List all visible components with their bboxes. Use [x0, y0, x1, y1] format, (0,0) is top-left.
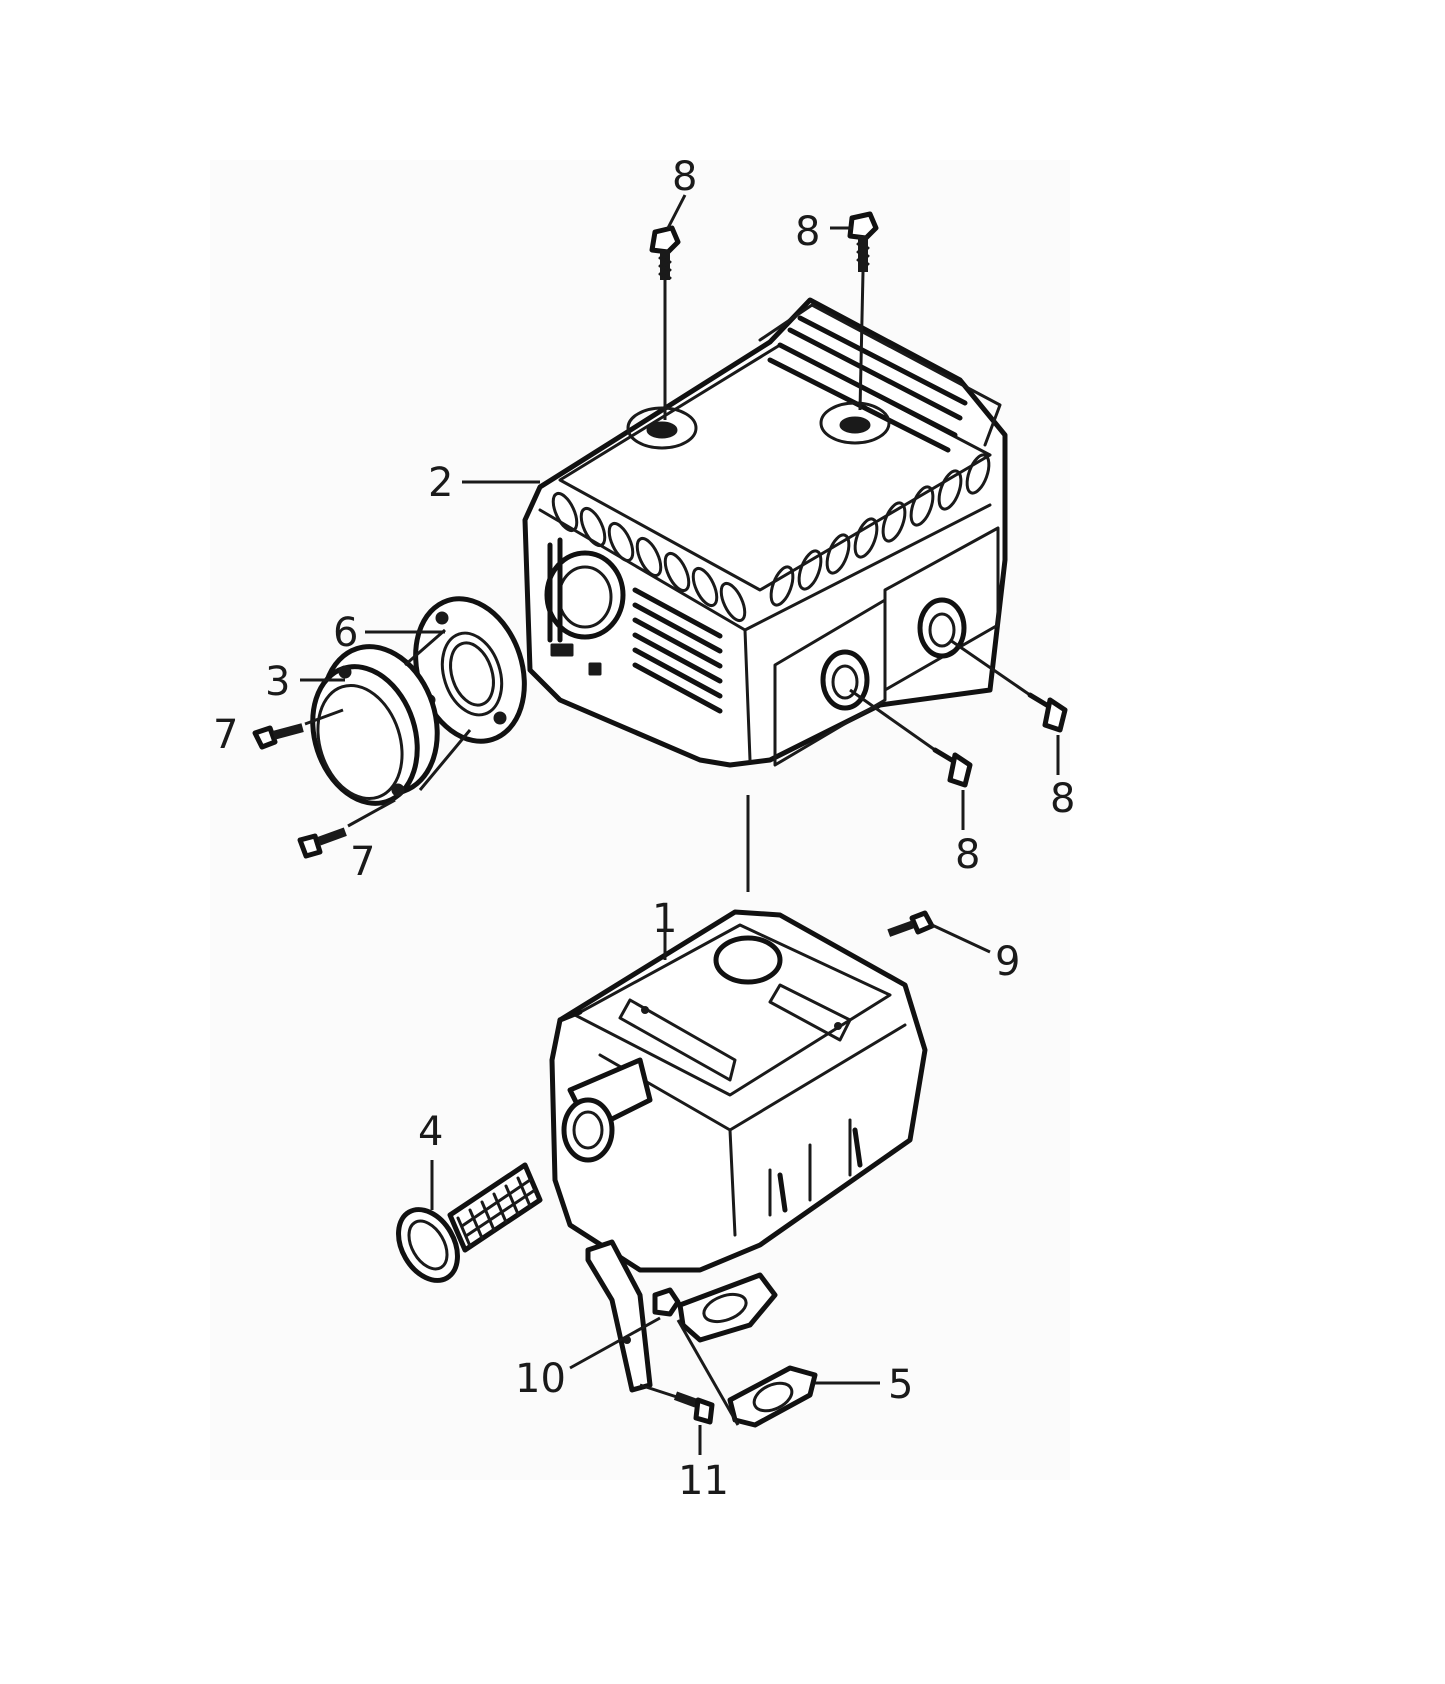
cover-screw-recess-left — [626, 406, 698, 450]
bolt-part-8-top-left — [649, 225, 681, 420]
nut-part-10 — [569, 1287, 681, 1370]
bolt-part-8-top-right — [847, 211, 879, 411]
cover-screw-recess-right — [819, 401, 891, 445]
callout-5: 5 — [888, 1362, 913, 1408]
callout-8-side-upper: 8 — [1050, 776, 1075, 822]
screw-part-7-lower — [297, 798, 396, 859]
exhaust-gasket-part-5 — [676, 1319, 880, 1428]
bolt-part-8-side-lower — [849, 688, 973, 830]
bolt-part-8-side-upper — [949, 638, 1068, 775]
cover-louvres-front — [551, 491, 747, 623]
cover-screw-hole-right — [839, 416, 871, 434]
muffler-inlet-pipe — [561, 1097, 615, 1163]
callout-6: 6 — [333, 610, 358, 656]
screw-part-9 — [887, 910, 991, 954]
diagram-background — [210, 160, 1070, 1480]
screw-part-7-upper — [252, 708, 344, 750]
cover-exhaust-opening — [544, 550, 626, 640]
callout-7-upper: 7 — [213, 712, 238, 758]
callout-3: 3 — [265, 659, 290, 705]
callout-10: 10 — [515, 1356, 566, 1402]
callout-9: 9 — [995, 939, 1020, 985]
callout-8-side-lower: 8 — [955, 832, 980, 878]
cover-right-panel-upper — [883, 526, 1000, 692]
cover-louvres-right — [769, 453, 991, 607]
spark-arrester-mesh — [456, 1176, 537, 1248]
callout-7-lower: 7 — [350, 839, 375, 885]
callout-2: 2 — [428, 460, 453, 506]
callout-11: 11 — [678, 1458, 729, 1504]
cover-right-panel-lower — [773, 598, 887, 767]
muffler-outlet-port — [713, 935, 783, 985]
callout-1: 1 — [652, 896, 677, 942]
callout-8-top-left: 8 — [672, 154, 697, 200]
exhaust-gasket-upper — [677, 1272, 778, 1343]
bolt-part-11 — [639, 1383, 715, 1455]
callout-leaders — [300, 194, 852, 960]
exhaust-cap-part-3 — [310, 628, 472, 806]
muffler-cover-part-2 — [522, 297, 1008, 768]
callout-labels: 8 8 2 6 3 7 7 8 8 1 9 4 5 10 11 — [213, 154, 1075, 1504]
spark-arrester-part-4 — [396, 1160, 543, 1283]
callout-4: 4 — [418, 1109, 443, 1155]
muffler-part-1 — [549, 909, 928, 1273]
cover-screw-hole-left — [646, 421, 678, 439]
callout-8-top-right: 8 — [795, 209, 820, 255]
cover-side-grille — [547, 537, 723, 714]
